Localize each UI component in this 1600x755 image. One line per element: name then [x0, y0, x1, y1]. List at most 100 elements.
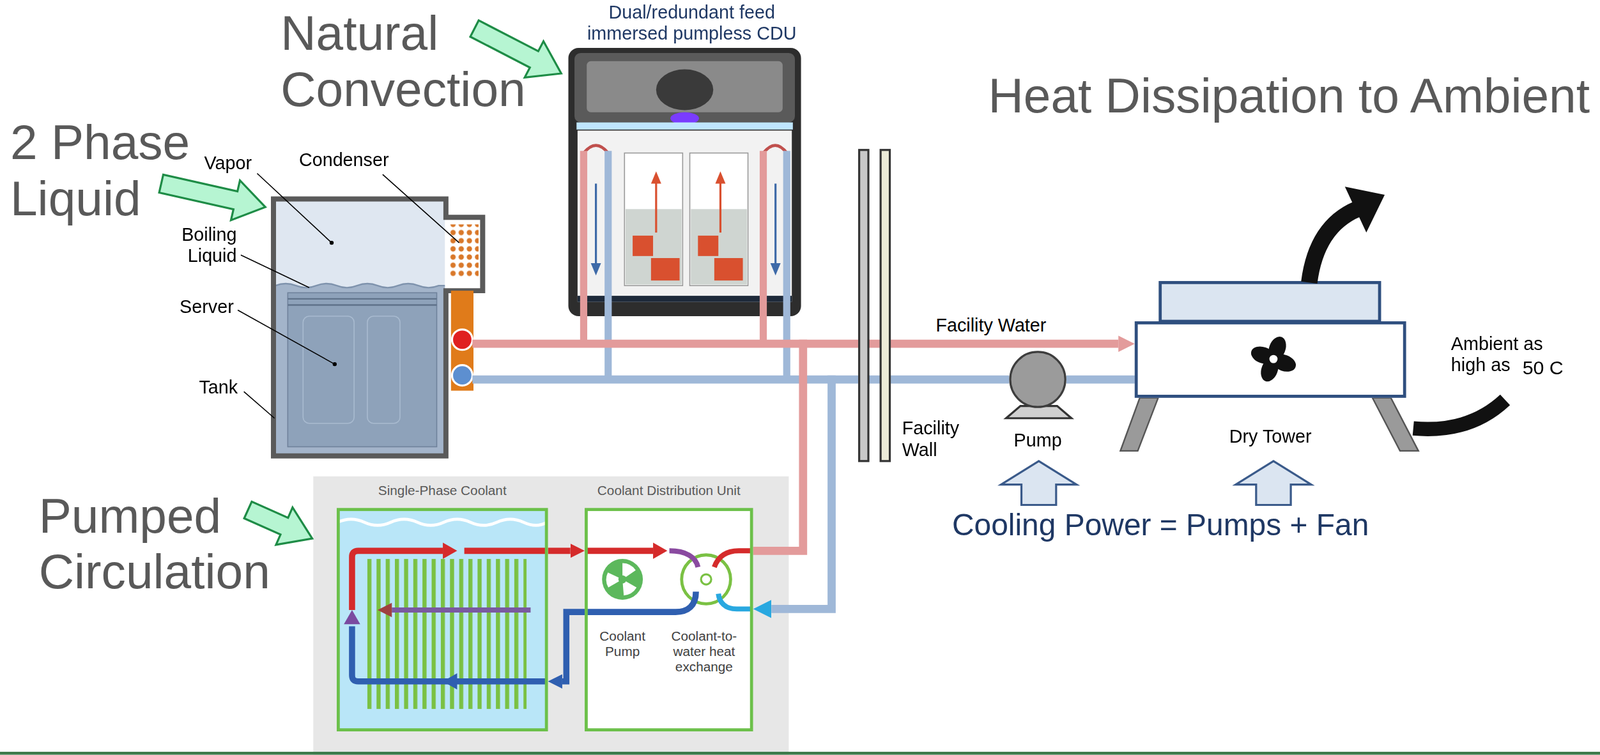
cdu-interior: [653, 543, 668, 560]
pumpless-cdu: [774, 183, 777, 266]
pumpless-cdu: [770, 263, 781, 276]
part-label: Tank: [198, 377, 238, 399]
single-phase-tank: [352, 626, 547, 682]
part-label: Condenser: [299, 150, 390, 172]
pumpless-cdu: [719, 181, 722, 233]
dry-tower-box: Dry Tower: [1134, 321, 1407, 399]
power-arrows: [1001, 461, 1077, 506]
facility-wall: [859, 150, 869, 462]
pumpless-cdu: [651, 171, 662, 184]
single-phase-tank: [352, 550, 443, 611]
power-arrows: [1235, 461, 1312, 506]
pumpless-cdu: [651, 258, 680, 281]
leader-lines: [240, 254, 310, 288]
single-phase-tank: [338, 509, 547, 731]
immersion-tank: [275, 201, 445, 455]
pumpless-cdu: [690, 208, 747, 285]
single-phase-tank: [343, 610, 361, 625]
section-heading: 2 Phase Liquid: [10, 114, 215, 227]
pump-circle: Pump: [1008, 350, 1066, 408]
pumpless-cdu: [759, 150, 767, 344]
cdu-interior: [700, 574, 712, 585]
cdu-interior: [669, 550, 699, 568]
pumpless-cdu: [594, 183, 597, 266]
cdu-interior: [615, 579, 638, 600]
immersion-tank: [451, 290, 474, 392]
single-phase-tank: [442, 543, 457, 560]
dry-tower: [1120, 186, 1505, 452]
facility-pipes: [472, 339, 808, 349]
part-label: Vapor: [203, 153, 252, 175]
immersion-tank: [273, 198, 483, 456]
immersion-tank: [451, 329, 473, 351]
single-phase-tank: [338, 509, 547, 731]
dry-tower: [1345, 186, 1385, 233]
leader-lines: [329, 240, 334, 245]
connector-label: Facility Water: [933, 315, 1048, 337]
pumpless-cdu: [625, 208, 682, 285]
immersion-tank: [287, 298, 437, 300]
node-title: Coolant Distribution Unit: [597, 483, 741, 500]
cdu-interior: [586, 591, 696, 613]
pumpless-cdu: [632, 235, 654, 257]
footer-bar: [0, 752, 1600, 755]
facility-pipes: [472, 343, 836, 380]
section-heading: Natural Convection: [280, 5, 556, 118]
power-arrows: [1001, 461, 1312, 506]
dry-tower: [1413, 400, 1506, 430]
leader-lines: [256, 173, 332, 243]
pipe-connector: [562, 612, 585, 682]
cdu-box: Coolant Distribution UnitCoolant PumpCoo…: [584, 507, 753, 732]
leader-lines: [332, 362, 337, 367]
pumpless-cdu: [580, 150, 588, 344]
fan-symbol: [1248, 343, 1278, 368]
facility-wall: [859, 150, 891, 462]
cdu-interior: [585, 509, 753, 731]
node-title: Dry Tower: [1229, 426, 1312, 448]
pipe-connector: [548, 548, 571, 555]
fan-symbol: [1248, 334, 1299, 385]
pumpless-cdu: [583, 145, 608, 154]
immersion-tank: [287, 292, 437, 447]
immersion-tank: [451, 365, 473, 386]
dry-tower: [1134, 321, 1407, 399]
pumpless-cdu: [715, 171, 726, 184]
pumpless-cdu: [690, 153, 749, 287]
cdu-interior: [618, 575, 627, 585]
part-label: Boiling Liquid: [165, 224, 238, 267]
single-phase-tank: [365, 559, 527, 710]
dry-tower: [1309, 208, 1358, 283]
immersion-tank: [275, 283, 445, 455]
immersion-tank: [447, 224, 479, 278]
pumpless-cdu: [656, 69, 714, 111]
node-title: Single-Phase Coolant: [378, 483, 507, 500]
node-title: Pump: [1014, 430, 1062, 452]
pumpless-cdu: [576, 122, 793, 130]
pumpless-cdu: [574, 53, 795, 123]
coolant-panel: [313, 476, 789, 755]
immersion-tank: [446, 219, 480, 289]
immersion-tank: [287, 304, 437, 306]
coolant-panel: [313, 476, 789, 755]
single-phase-tank: [442, 673, 457, 691]
cdu-interior: [681, 555, 731, 605]
power-formula: Cooling Power = Pumps + Fan: [952, 507, 1369, 544]
dry-tower: [1160, 282, 1380, 322]
cdu-interior: [586, 548, 654, 555]
single-phase-tank: [377, 603, 392, 618]
node-text: Coolant Pump: [591, 629, 654, 661]
pumpless-cdu: [654, 181, 657, 233]
pumpless-cdu: [624, 153, 683, 287]
leader-lines: [237, 173, 460, 418]
part-label: Server: [179, 297, 234, 319]
single-phase-tank: [391, 607, 531, 613]
pumpless-cdu: [591, 263, 602, 276]
callout-arrows: [159, 174, 266, 220]
temperature-value: 50 C: [1522, 357, 1564, 380]
immersion-tank: [302, 316, 354, 424]
pumpless-cdu: [568, 47, 801, 380]
facility-pipes: [472, 375, 836, 385]
leader-lines: [244, 391, 275, 419]
section-heading: Pumped Circulation: [38, 487, 315, 600]
section-heading: Heat Dissipation to Ambient: [987, 67, 1590, 124]
